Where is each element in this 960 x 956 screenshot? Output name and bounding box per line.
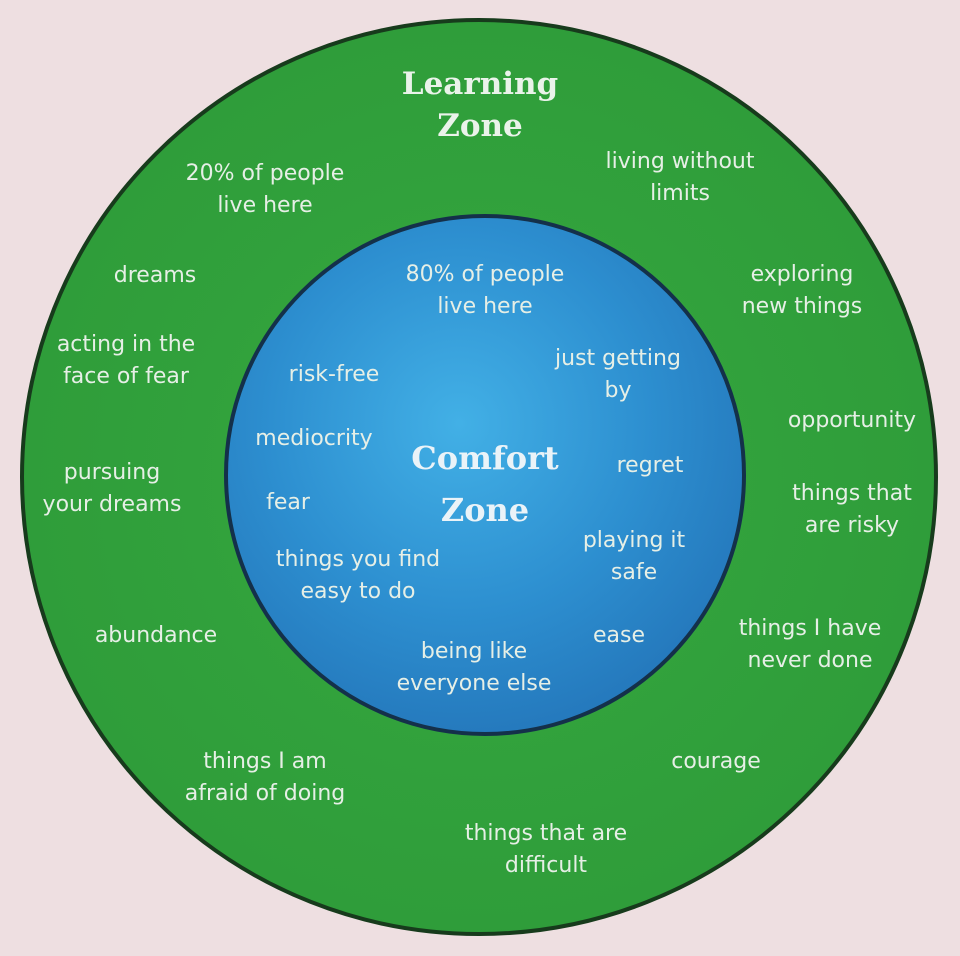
comfort-item: playing it safe	[582, 528, 686, 585]
comfort-item: regret	[616, 453, 684, 478]
learning-item: living without limits	[605, 149, 755, 206]
comfort-item: just getting by	[555, 346, 681, 403]
learning-item: acting in the face of fear	[56, 332, 196, 389]
comfort-zone-title: Comfort Zone	[411, 439, 559, 529]
learning-item: dreams	[113, 263, 197, 288]
comfort-item: things you find easy to do	[275, 547, 441, 604]
comfort-zone-circle	[224, 214, 746, 736]
comfort-item: ease	[592, 623, 646, 648]
learning-item: exploring new things	[741, 262, 863, 319]
comfort-item: mediocrity	[255, 426, 373, 451]
learning-item: things I am afraid of doing	[184, 749, 346, 806]
learning-zone-title: Learning Zone	[401, 66, 559, 144]
comfort-item: 80% of people live here	[405, 262, 565, 319]
comfort-item: being like everyone else	[396, 639, 552, 696]
learning-item: 20% of people live here	[185, 161, 345, 218]
learning-item: pursuing your dreams	[42, 460, 182, 517]
learning-item: things I have never done	[738, 616, 882, 673]
learning-item: opportunity	[787, 408, 917, 433]
learning-item: things that are difficult	[464, 821, 628, 878]
comfort-item: fear	[266, 490, 310, 515]
learning-item: things that are risky	[792, 481, 912, 538]
learning-item: abundance	[94, 623, 218, 648]
comfort-item: risk-free	[288, 362, 380, 387]
learning-item: courage	[671, 749, 761, 774]
